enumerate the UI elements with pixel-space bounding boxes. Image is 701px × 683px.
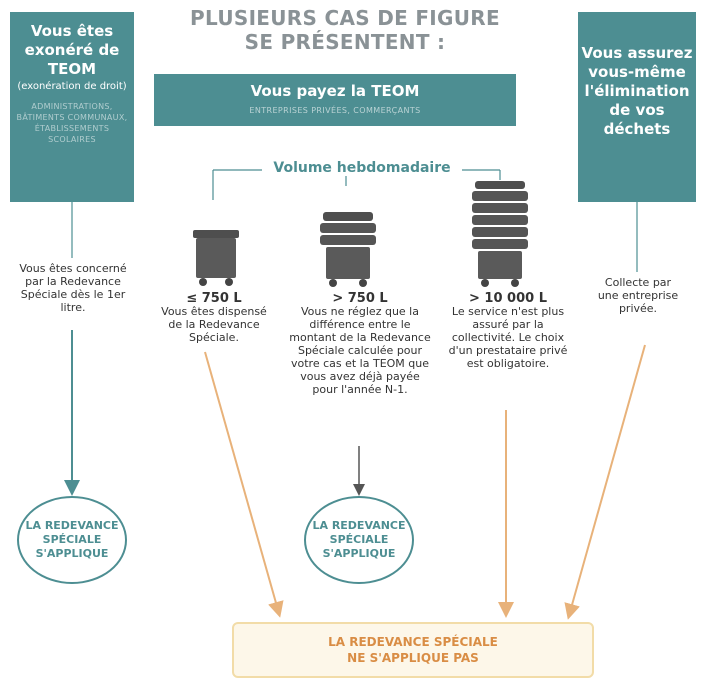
self-disposal-box: Vous assurez vous-même l'élimination de … (578, 12, 696, 202)
exempt-box: Vous êtes exonéré de TEOM (exonération d… (10, 12, 134, 202)
teom-box-title: Vous payez la TEOM (250, 82, 420, 100)
exempt-box-examples: ADMINISTRATIONS, BÂTIMENTS COMMUNAUX, ÉT… (16, 102, 128, 144)
applies-oval-left-text: LA REDEVANCE SPÉCIALE S'APPLIQUE (25, 519, 119, 560)
exempt-box-title: Vous êtes exonéré de TEOM (24, 22, 120, 78)
page-title: PLUSIEURS CAS DE FIGURE SE PRÉSENTENT : (190, 6, 500, 54)
left-column-text: Vous êtes concerné par la Redevance Spéc… (19, 262, 127, 314)
teom-box-subtitle: ENTREPRISES PRIVÉES, COMMERÇANTS (249, 106, 421, 115)
arrow-small-bin (204, 351, 284, 618)
large-bin-icon (472, 181, 528, 287)
applies-oval-left: LA REDEVANCE SPÉCIALE S'APPLIQUE (17, 496, 127, 584)
column-medium: > 750 L Vous ne réglez que la différence… (286, 292, 434, 396)
small-bin-icon (193, 230, 239, 286)
not-applies-text: LA REDEVANCE SPÉCIALE NE S'APPLIQUE PAS (328, 635, 498, 665)
volume-large: > 10 000 L (469, 291, 547, 306)
column-large-text: Le service n'est plus assuré par la coll… (448, 305, 568, 370)
arrow-private (564, 344, 646, 620)
column-medium-text: Vous ne réglez que la différence entre l… (289, 305, 431, 396)
volume-label: Volume hebdomadaire (262, 160, 462, 176)
not-applies-box: LA REDEVANCE SPÉCIALE NE S'APPLIQUE PAS (232, 622, 594, 678)
applies-oval-middle-text: LA REDEVANCE SPÉCIALE S'APPLIQUE (312, 519, 406, 560)
exempt-box-subtitle: (exonération de droit) (17, 81, 127, 92)
volume-small: ≤ 750 L (186, 291, 242, 306)
right-column-text: Collecte par une entreprise privée. (597, 276, 679, 315)
column-large: > 10 000 L Le service n'est plus assuré … (446, 292, 570, 370)
teom-box: Vous payez la TEOM ENTREPRISES PRIVÉES, … (154, 74, 516, 126)
applies-oval-middle: LA REDEVANCE SPÉCIALE S'APPLIQUE (304, 496, 414, 584)
column-small: ≤ 750 L Vous êtes dispensé de la Redevan… (160, 292, 268, 344)
medium-bin-icon (320, 212, 376, 287)
column-small-text: Vous êtes dispensé de la Redevance Spéci… (161, 305, 267, 344)
self-disposal-box-title: Vous assurez vous-même l'élimination de … (581, 44, 693, 138)
volume-medium: > 750 L (332, 291, 388, 306)
